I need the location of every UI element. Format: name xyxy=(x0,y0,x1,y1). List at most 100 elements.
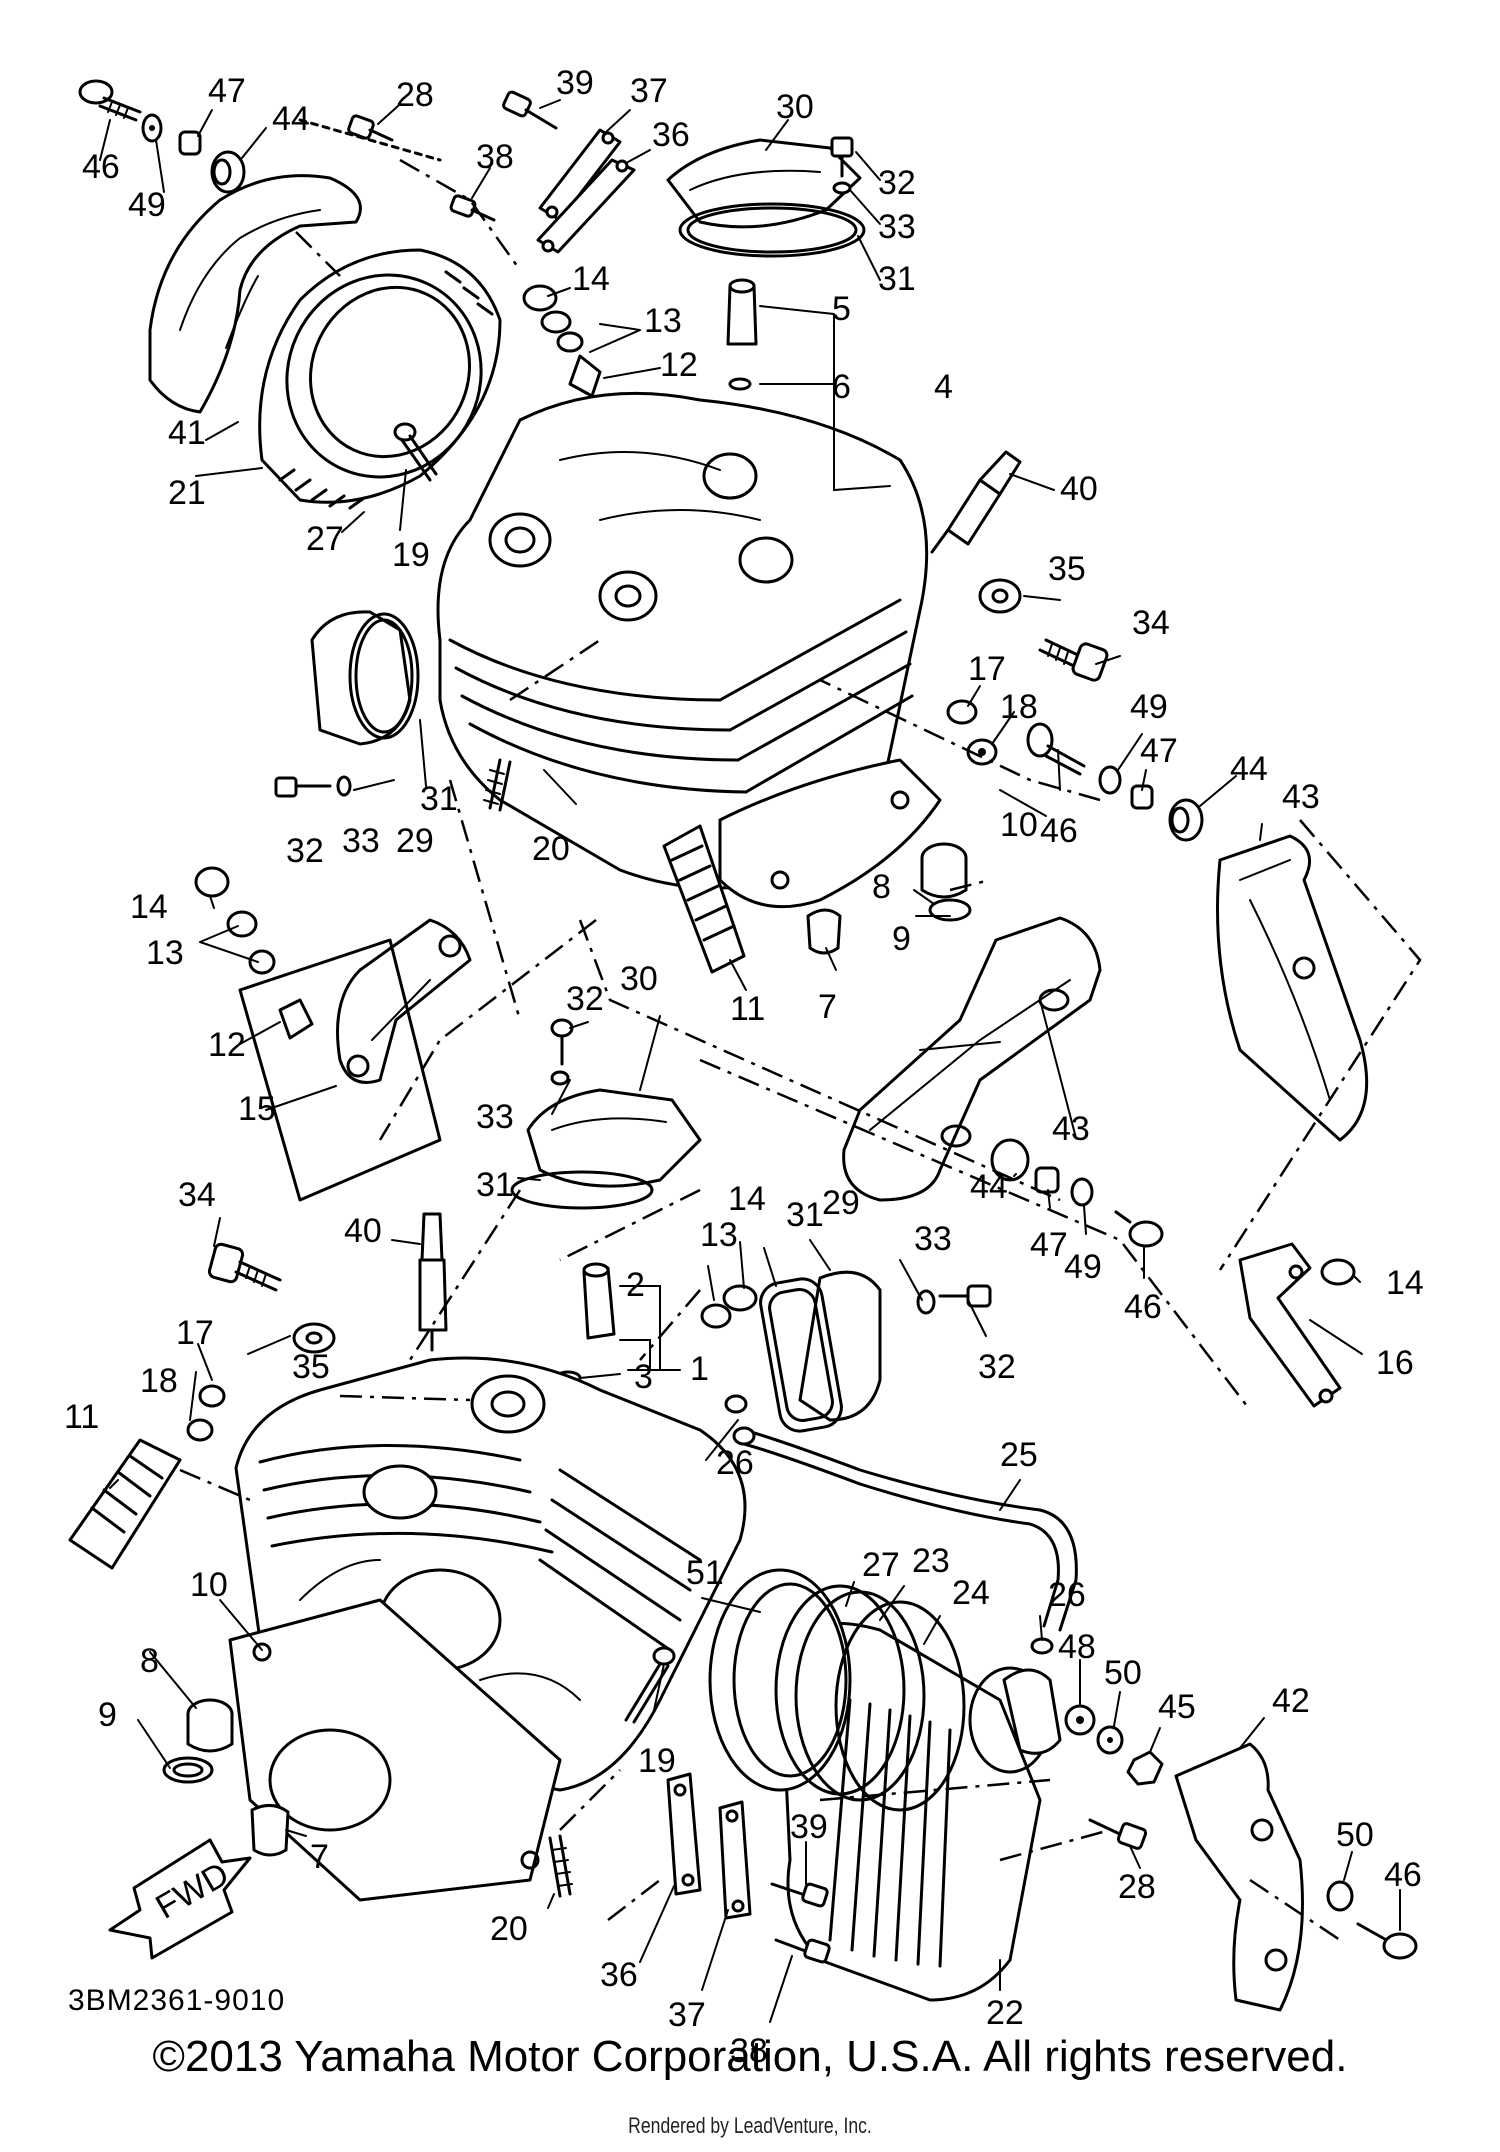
callout-18-lower: 18 xyxy=(140,1362,178,1400)
callout-20-top: 20 xyxy=(532,830,570,868)
callout-46-lower: 46 xyxy=(1384,1856,1422,1894)
callout-43-top: 43 xyxy=(1282,778,1320,816)
callout-33-lower: 33 xyxy=(914,1220,952,1258)
collar-47-middle xyxy=(1034,1166,1060,1194)
side-cover-42 xyxy=(1174,1742,1304,2012)
bolt-32-left xyxy=(274,775,352,798)
callout-31-left: 31 xyxy=(420,780,458,818)
bolt-38-lower xyxy=(774,1938,831,1964)
callout-10-top: 10 xyxy=(1000,806,1038,844)
callout-17-top: 17 xyxy=(968,650,1006,688)
callout-9-top: 9 xyxy=(892,920,911,958)
assembly-guide-lines xyxy=(179,118,1422,1942)
callout-32-lower: 32 xyxy=(978,1348,1016,1386)
callout-14-left: 14 xyxy=(130,888,168,926)
tube-7-top xyxy=(806,908,842,955)
bolt-34-lower xyxy=(207,1242,282,1292)
bolt-46-top xyxy=(78,79,142,122)
tube-7-lower xyxy=(250,1804,290,1857)
callout-32: 32 xyxy=(878,164,916,202)
o-ring-27-23-24 xyxy=(774,1584,966,1812)
collar-48 xyxy=(1064,1704,1096,1736)
bolt-39-top xyxy=(502,90,558,130)
callout-31-mid: 31 xyxy=(476,1166,514,1204)
washer-stack-17-18-lower xyxy=(186,1384,226,1442)
callout-41: 41 xyxy=(168,414,206,452)
callout-20-lower: 20 xyxy=(490,1910,528,1948)
callout-13: 13 xyxy=(644,302,682,340)
valve-guide-2-lower xyxy=(554,1262,616,1386)
tappet-cover-29-left xyxy=(310,610,420,746)
callout-5: 5 xyxy=(832,290,851,328)
washer-49-top xyxy=(141,113,163,143)
callout-26-lower: 26 xyxy=(1048,1576,1086,1614)
callout-26-upper: 26 xyxy=(716,1444,754,1482)
stud-20-top xyxy=(483,758,512,812)
callout-39: 39 xyxy=(556,64,594,102)
bolt-32-lower-right xyxy=(916,1284,992,1315)
spark-plug-40-lower xyxy=(418,1212,448,1352)
collar-47-top xyxy=(178,130,202,156)
callout-35-top: 35 xyxy=(1048,550,1086,588)
cylinder-sleeve-51 xyxy=(708,1568,852,1792)
callout-2: 2 xyxy=(626,1266,645,1304)
callout-30-mid: 30 xyxy=(620,960,658,998)
callout-34-top: 34 xyxy=(1132,604,1170,642)
callout-39-lower: 39 xyxy=(790,1808,828,1846)
callout-48: 48 xyxy=(1058,1628,1096,1666)
callout-36: 36 xyxy=(652,116,690,154)
tappet-cover-30-lower xyxy=(526,1088,702,1188)
side-cover-43-middle xyxy=(842,916,1102,1202)
bolt-32-top xyxy=(830,136,854,195)
valve-stack-lower xyxy=(700,1284,758,1329)
callout-10-lower: 10 xyxy=(190,1566,228,1604)
callout-33-left: 33 xyxy=(342,822,380,860)
callout-17-lower: 17 xyxy=(176,1314,214,1352)
rear-cylinder-head xyxy=(436,391,942,909)
callout-37-lower: 37 xyxy=(668,1996,706,2034)
callout-40-lower: 40 xyxy=(344,1212,382,1250)
callout-23: 23 xyxy=(912,1542,950,1580)
callout-28: 28 xyxy=(396,76,434,114)
dowel-8-top xyxy=(920,842,968,899)
bolt-39-lower xyxy=(770,1882,829,1908)
callout-4: 4 xyxy=(934,368,953,406)
bolt-28-lower xyxy=(1088,1818,1148,1850)
bolt-46-lower xyxy=(1356,1922,1418,1960)
valve-guide-5-top xyxy=(726,278,758,391)
clip-26-lower xyxy=(1030,1637,1054,1655)
washer-stack-17-18-top xyxy=(946,699,998,766)
callout-19-top: 19 xyxy=(392,536,430,574)
callout-14: 14 xyxy=(572,260,610,298)
valve-stack-left xyxy=(194,866,314,1040)
callout-28-lower: 28 xyxy=(1118,1868,1156,1906)
oil-pipe-25 xyxy=(732,1426,1078,1632)
bolt-38-top xyxy=(449,194,496,222)
bolt-46-mid xyxy=(1026,722,1086,776)
bracket-plate-37-top xyxy=(538,128,622,222)
callout-27-top: 27 xyxy=(306,520,344,558)
callout-6: 6 xyxy=(832,368,851,406)
callout-44: 44 xyxy=(272,100,310,138)
callout-49: 49 xyxy=(128,186,166,224)
callout-38: 38 xyxy=(476,138,514,176)
bolt-32-lower xyxy=(550,1018,574,1086)
washer-50-mid xyxy=(1096,1725,1124,1755)
callout-labels: 46 49 47 44 28 39 38 37 36 30 32 33 31 1… xyxy=(64,64,1424,2070)
callout-29-left: 29 xyxy=(396,822,434,860)
bracket-plate-36-lower xyxy=(666,1772,702,1896)
bolt-34-top xyxy=(1038,638,1109,682)
callout-18-top: 18 xyxy=(1000,688,1038,726)
leader-lines xyxy=(99,99,1401,2023)
callout-45: 45 xyxy=(1158,1688,1196,1726)
valve-stack-top xyxy=(522,284,602,398)
callout-34-lower: 34 xyxy=(178,1176,216,1214)
callout-27-lower: 27 xyxy=(862,1546,900,1584)
tappet-cover-30-top xyxy=(666,138,866,258)
oring-9-lower xyxy=(162,1756,214,1784)
nut-14-right xyxy=(1320,1258,1356,1286)
gasket-31-lower xyxy=(510,1170,654,1210)
washer-50-lower xyxy=(1326,1880,1354,1912)
tappet-cover-29-lower xyxy=(759,1270,882,1433)
bracket-right-cylinder xyxy=(1002,1668,1062,1755)
